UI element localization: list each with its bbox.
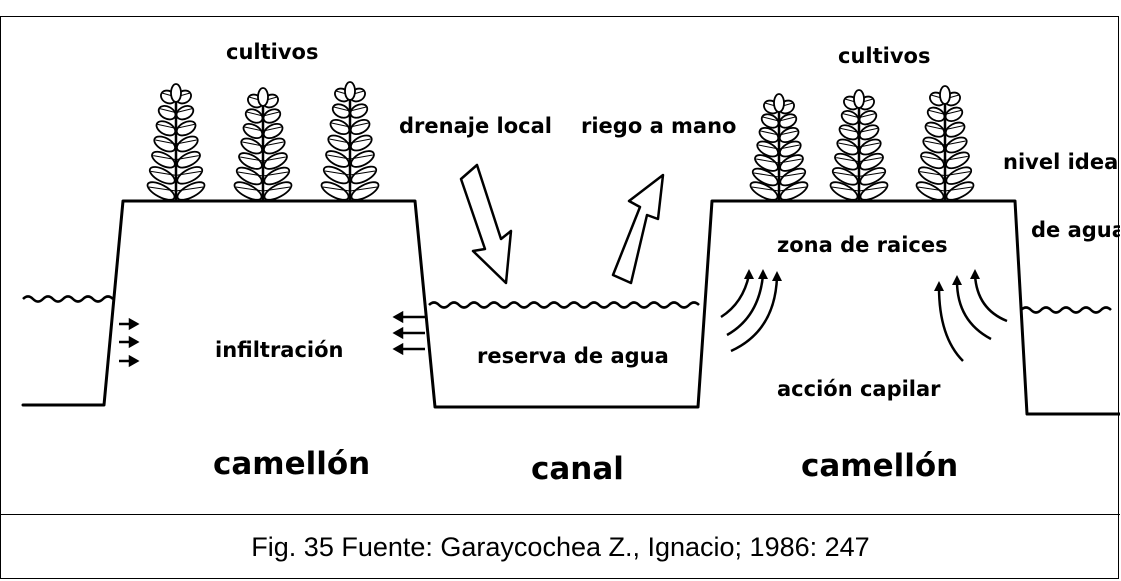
figure-caption: Fig. 35 Fuente: Garaycochea Z., Ignacio;… — [251, 532, 870, 562]
label-camellon-right: camellón — [801, 448, 958, 484]
caption-row: Fig. 35 Fuente: Garaycochea Z., Ignacio;… — [1, 514, 1120, 580]
capillary-arrowheads-left — [744, 269, 782, 281]
raised-field-diagram: cultivos cultivos drenaje local riego a … — [1, 17, 1121, 514]
plant-icon — [233, 87, 293, 201]
plant-icon — [829, 89, 889, 201]
capillary-arrowheads-right — [934, 269, 980, 291]
plant-icon — [749, 93, 809, 201]
label-nivel-ideal: nivel ideal — [1003, 150, 1120, 174]
label-infiltracion: infiltración — [215, 338, 344, 362]
water-surface-canal — [428, 301, 700, 309]
label-de-agua: de agua — [1031, 218, 1120, 242]
plant-icon — [146, 83, 206, 201]
capillary-arrows-right — [937, 274, 1008, 362]
label-zona-de-raices: zona de raices — [777, 233, 948, 257]
label-cultivos-right: cultivos — [838, 44, 930, 68]
crop-plants — [146, 81, 975, 201]
plant-icon — [320, 81, 380, 201]
infiltration-arrows-right — [392, 310, 425, 356]
irrigation-arrow — [611, 173, 665, 285]
infiltration-arrows-left — [119, 317, 140, 368]
water-surface-left — [22, 295, 114, 303]
label-reserva-de-agua: reserva de agua — [477, 344, 669, 368]
figure-frame: cultivos cultivos drenaje local riego a … — [0, 16, 1121, 580]
label-accion-capilar: acción capilar — [777, 377, 941, 401]
diagram-svg: cultivos cultivos drenaje local riego a … — [21, 40, 1121, 487]
capillary-arrows-left — [720, 274, 779, 353]
label-canal: canal — [531, 451, 624, 487]
water-surface-right — [1020, 306, 1112, 314]
drainage-arrow — [459, 163, 513, 285]
label-cultivos-left: cultivos — [226, 40, 318, 64]
plant-icon — [915, 85, 975, 201]
terrain-profile — [21, 199, 1121, 416]
label-drenaje-local: drenaje local — [399, 114, 552, 138]
label-camellon-left: camellón — [213, 446, 370, 482]
label-riego-a-mano: riego a mano — [581, 114, 736, 138]
